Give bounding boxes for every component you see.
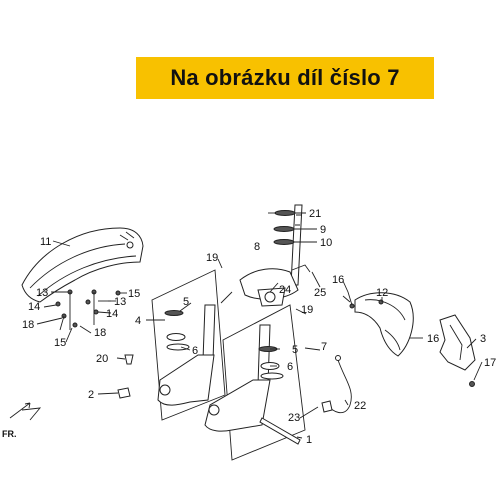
label-13a: 13 — [36, 287, 48, 299]
label-2: 2 — [88, 389, 94, 401]
label-1: 1 — [306, 434, 312, 446]
label-19a: 19 — [206, 252, 218, 264]
label-14b: 14 — [106, 308, 118, 320]
label-14a: 14 — [28, 301, 40, 313]
small-fork-parts — [117, 354, 134, 399]
label-12: 12 — [376, 287, 388, 299]
label-25: 25 — [314, 287, 326, 299]
leader-lines — [36, 212, 483, 439]
label-23: 23 — [288, 412, 300, 424]
inner-fender — [349, 292, 414, 357]
label-15b: 15 — [128, 288, 140, 300]
label-22: 22 — [354, 400, 366, 412]
stem-bearings — [273, 210, 317, 245]
banner-text: Na obrázku díl číslo 7 — [170, 65, 400, 90]
label-15a: 15 — [54, 337, 66, 349]
part-number-labels: 11 13 14 18 15 15 13 14 18 8 21 9 10 19 … — [22, 208, 496, 446]
front-fender — [21, 227, 144, 303]
front-axle — [259, 417, 301, 445]
label-13b: 13 — [114, 296, 126, 308]
label-9: 9 — [320, 224, 326, 236]
label-5a: 5 — [183, 296, 189, 308]
right-fork — [204, 324, 284, 432]
screw-17 — [469, 381, 475, 387]
label-17: 17 — [484, 357, 496, 369]
label-7: 7 — [321, 341, 327, 353]
label-5b: 5 — [292, 344, 298, 356]
bracket — [439, 314, 476, 371]
label-6b: 6 — [287, 361, 293, 373]
label-18a: 18 — [22, 319, 34, 331]
fender-fasteners — [55, 289, 121, 331]
label-20: 20 — [96, 353, 108, 365]
label-24: 24 — [279, 284, 291, 296]
label-18b: 18 — [94, 327, 106, 339]
label-fr: FR. — [2, 429, 17, 439]
label-10: 10 — [320, 237, 332, 249]
label-16b: 16 — [427, 333, 439, 345]
left-fork — [157, 304, 216, 406]
label-6a: 6 — [192, 345, 198, 357]
label-8: 8 — [254, 241, 260, 253]
speedometer-cable — [321, 355, 352, 414]
front-direction-arrow: FR. — [2, 402, 42, 439]
title-banner: Na obrázku díl číslo 7 — [136, 57, 434, 99]
steering-stem — [239, 204, 311, 307]
label-21: 21 — [309, 208, 321, 220]
label-16a: 16 — [332, 274, 344, 286]
label-4: 4 — [135, 315, 141, 327]
left-fork-group-outline — [151, 269, 226, 421]
label-3: 3 — [480, 333, 486, 345]
label-19b: 19 — [301, 304, 313, 316]
label-11: 11 — [40, 236, 51, 248]
